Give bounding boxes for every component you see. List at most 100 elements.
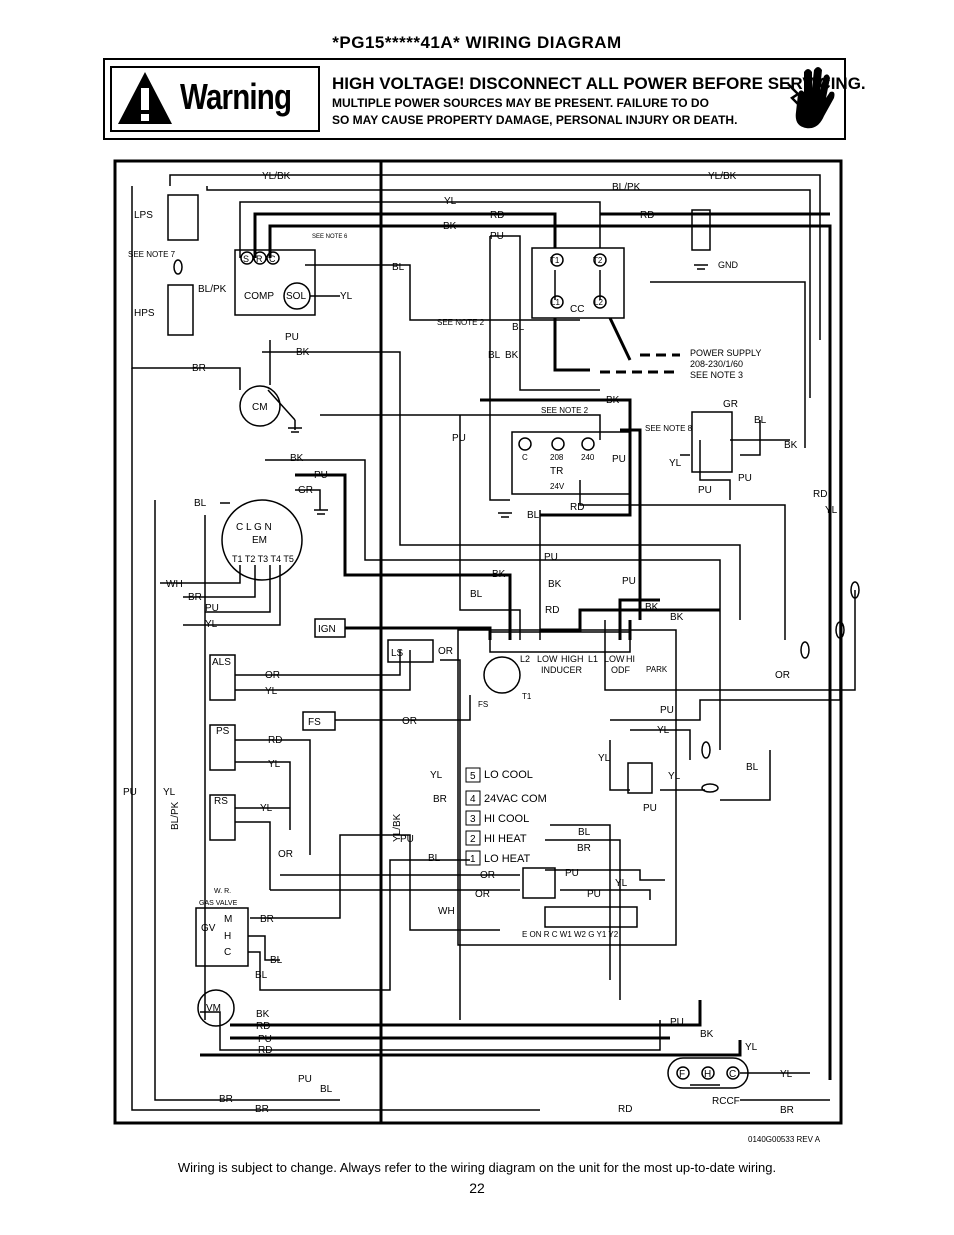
gv-h-label: H (224, 931, 231, 942)
wire-color-label: YL (598, 753, 611, 764)
wire-color-label: BR (577, 843, 591, 854)
wire-color-label: YL (657, 725, 670, 736)
sol-coil (283, 282, 311, 310)
wire-color-label: PU (643, 803, 657, 814)
wire-color-label: BR (188, 592, 202, 603)
cc-contactor (531, 247, 625, 319)
gv-m-label: M (224, 914, 232, 925)
board-plug (522, 867, 556, 899)
document-code: 0140G00533 REV A (748, 1135, 821, 1144)
fs-box (302, 711, 336, 731)
terminal-digits: 543 21 (470, 771, 476, 865)
wire-color-label: BL/PK (612, 182, 641, 193)
lo-heat-label: LO HEAT (484, 853, 531, 865)
wire-color-label: RD (618, 1104, 632, 1115)
hi-cool-label: HI COOL (484, 813, 529, 825)
hps-label: HPS (134, 308, 155, 319)
wire-color-label: YL (444, 196, 457, 207)
wire-color-label: BK (505, 350, 519, 361)
warning-line-3: SO MAY CAUSE PROPERTY DAMAGE, PERSONAL I… (332, 113, 738, 127)
wire-color-label: BL (428, 853, 441, 864)
wires (131, 174, 856, 1111)
wire-color-label: YL (340, 291, 353, 302)
wire-color-label: GR (723, 399, 738, 410)
wire-color-label: RD (258, 1045, 272, 1056)
cc-l1-label: L1 (551, 298, 560, 307)
power-supply-line-1: POWER SUPPLY (690, 348, 761, 358)
wire-color-label: WH (166, 579, 183, 590)
wire-color-label: PU (298, 1074, 312, 1085)
wire-color-label: OR (775, 670, 790, 681)
wire-color-label: YL (669, 458, 682, 469)
wire-color-label: PU (123, 787, 137, 798)
wire-color-label: YL/BK (708, 171, 737, 182)
wire-color-label: PU (205, 603, 219, 614)
warning-word: Warning (180, 76, 292, 117)
comp-r-label: R (256, 254, 263, 264)
wire-color-label: YL (668, 771, 681, 782)
wire-color-label: BL (392, 262, 405, 273)
wire-color-label: RD (268, 735, 282, 746)
warning-line-1: HIGH VOLTAGE! DISCONNECT ALL POWER BEFOR… (332, 74, 866, 93)
board-l2-label: L2 (520, 654, 530, 664)
wire-color-label: RD (640, 210, 654, 221)
sol-label: SOL (286, 291, 306, 302)
rccf-c-label: C (729, 1069, 736, 1080)
warning-label-box (110, 66, 320, 132)
wire-color-label: YL (780, 1069, 793, 1080)
wire-color-label: PU (565, 868, 579, 879)
wire-color-label: OR (402, 716, 417, 727)
rccf-h-label: H (704, 1069, 711, 1080)
page-number: 22 (469, 1180, 485, 1196)
see-note-6-label: SEE NOTE 6 (312, 234, 348, 240)
board-hi-label: HI (626, 654, 635, 664)
plug-note7 (627, 762, 653, 794)
wire-color-label: YL (268, 759, 281, 770)
wire-color-label: BL (488, 350, 501, 361)
gas-valve-label-1: W. R. (214, 888, 231, 895)
comp-label: COMP (244, 291, 274, 302)
wire-color-label: BK (256, 1009, 270, 1020)
wire-color-label: BR (219, 1094, 233, 1105)
wire-color-label: BK (548, 579, 562, 590)
cc-label: CC (570, 304, 584, 315)
rccf-label: RCCF (712, 1096, 740, 1107)
ls-switch (387, 639, 434, 663)
ign-label: IGN (318, 624, 336, 635)
tr-208-label: 208 (550, 453, 564, 462)
wire-color-label: BL/PK (198, 284, 227, 295)
t1-fuse (483, 656, 521, 694)
ign-box (314, 618, 346, 638)
warning-triangle-icon (118, 72, 172, 124)
lo-cool-label: LO COOL (484, 769, 533, 781)
wire-color-label: BK (443, 221, 457, 232)
wire-color-label: YL (615, 878, 628, 889)
svg-text:1: 1 (470, 854, 476, 865)
inducer-label: INDUCER (541, 665, 583, 675)
wire-color-label: PU (622, 576, 636, 587)
board-low-label-b: LOW (604, 654, 625, 664)
hi-heat-label: HI HEAT (484, 833, 527, 845)
wire-color-label: GR (298, 485, 313, 496)
wire-color-label: BL (194, 498, 207, 509)
wire-color-label: BL (527, 510, 540, 521)
cm-motor (239, 385, 281, 427)
lps-switch (167, 194, 199, 241)
gv-c-label: C (224, 947, 231, 958)
wire-color-label: BK (700, 1029, 714, 1040)
control-board (457, 629, 677, 946)
power-supply-line-2: 208-230/1/60 (690, 359, 743, 369)
gnd-label: GND (718, 260, 739, 270)
wire-color-label: RD (545, 605, 559, 616)
board-low-label-a: LOW (537, 654, 558, 664)
wire-color-label: RD (570, 502, 584, 513)
board-l1-label: L1 (588, 654, 598, 664)
rs-label: RS (214, 796, 228, 807)
wire-color-label: YL (205, 619, 218, 630)
wire-color-label: PU (490, 231, 504, 242)
wire-color-label: BR (433, 794, 447, 805)
board-fs-label: FS (478, 700, 488, 709)
wire-color-label: BR (255, 1104, 269, 1115)
vm-motor (197, 989, 235, 1027)
